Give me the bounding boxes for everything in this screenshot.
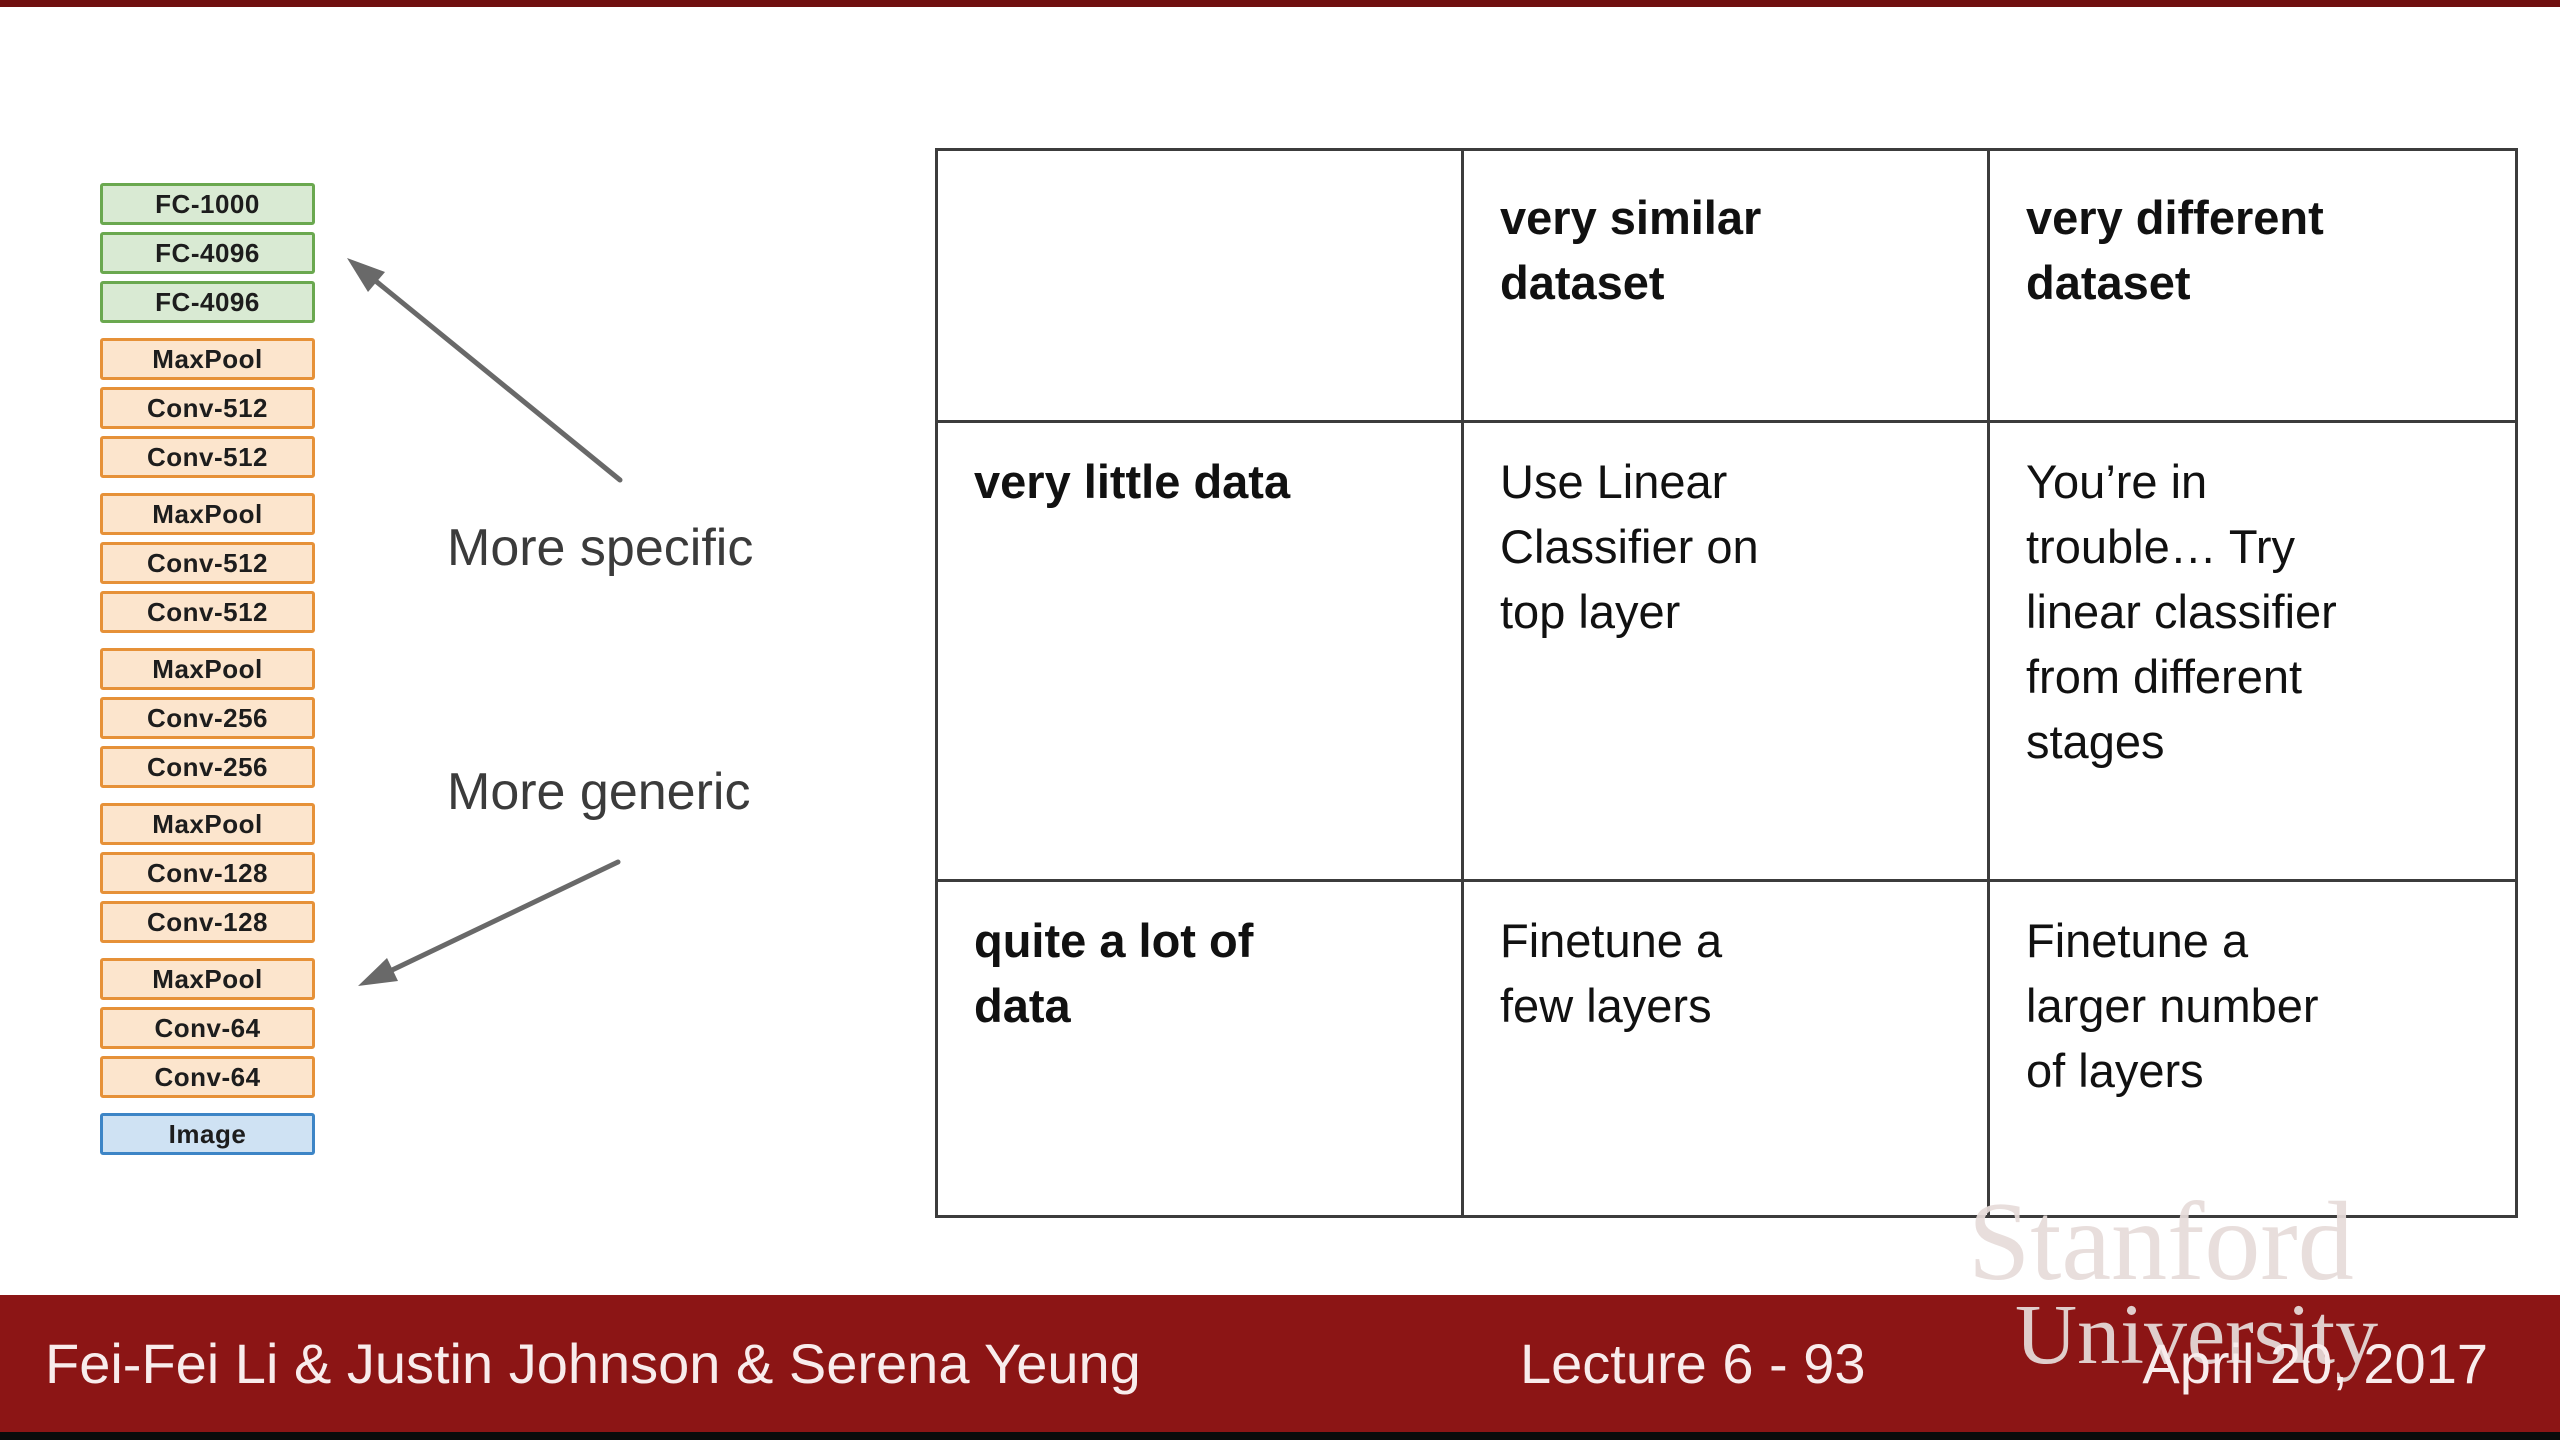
layer-conv64-a: Conv-64 bbox=[100, 1007, 315, 1049]
top-edge-strip bbox=[0, 0, 2560, 7]
layer-maxpool-1: MaxPool bbox=[100, 958, 315, 1000]
layer-group-input: Image bbox=[100, 1113, 315, 1155]
layer-conv512-d: Conv-512 bbox=[100, 591, 315, 633]
transfer-learning-table: very similar dataset very different data… bbox=[935, 148, 2518, 1218]
table-cell-finetune-larger: Finetune a larger number of layers bbox=[2026, 914, 2319, 1097]
layer-group-conv4: MaxPool Conv-512 Conv-512 bbox=[100, 493, 315, 633]
bottom-edge-strip bbox=[0, 1432, 2560, 1440]
more-generic-arrow bbox=[358, 859, 621, 986]
footer-date: April 20, 2017 bbox=[2142, 1332, 2488, 1395]
more-generic-label: More generic bbox=[447, 763, 751, 821]
footer-authors: Fei-Fei Li & Justin Johnson & Serena Yeu… bbox=[45, 1332, 1141, 1395]
layer-fc-1000: FC-1000 bbox=[100, 183, 315, 225]
layer-fc-4096-a: FC-4096 bbox=[100, 232, 315, 274]
layer-conv256-a: Conv-256 bbox=[100, 697, 315, 739]
more-specific-label: More specific bbox=[447, 519, 754, 577]
layer-conv256-b: Conv-256 bbox=[100, 746, 315, 788]
layer-conv128-a: Conv-128 bbox=[100, 852, 315, 894]
layer-conv512-b: Conv-512 bbox=[100, 436, 315, 478]
layer-group-conv2: MaxPool Conv-128 Conv-128 bbox=[100, 803, 315, 943]
more-specific-arrow bbox=[347, 258, 623, 483]
table-header-very-different-dataset: very different dataset bbox=[1990, 151, 2515, 423]
layer-conv512-a: Conv-512 bbox=[100, 387, 315, 429]
layer-maxpool-4: MaxPool bbox=[100, 493, 315, 535]
footer-bar bbox=[0, 1295, 2560, 1432]
stanford-watermark-line2: University bbox=[2015, 1286, 2379, 1382]
table-cell-corner bbox=[938, 151, 1464, 423]
footer-lecture-number: Lecture 6 - 93 bbox=[1520, 1332, 1866, 1395]
layer-image: Image bbox=[100, 1113, 315, 1155]
layer-conv128-b: Conv-128 bbox=[100, 901, 315, 943]
layer-conv512-c: Conv-512 bbox=[100, 542, 315, 584]
table-header-very-similar-dataset: very similar dataset bbox=[1464, 151, 1990, 423]
layer-maxpool-3: MaxPool bbox=[100, 648, 315, 690]
stanford-watermark-line1: Stanford bbox=[1968, 1180, 2354, 1304]
table-cell-youre-in-trouble: You’re in trouble… Try linear classifier… bbox=[1990, 423, 2515, 882]
layer-fc-4096-b: FC-4096 bbox=[100, 281, 315, 323]
layer-group-conv5: MaxPool Conv-512 Conv-512 bbox=[100, 338, 315, 478]
layer-group-conv1: MaxPool Conv-64 Conv-64 bbox=[100, 958, 315, 1098]
layer-maxpool-2: MaxPool bbox=[100, 803, 315, 845]
layer-group-fc: FC-1000 FC-4096 FC-4096 bbox=[100, 183, 315, 323]
table-cell-finetune-few: Finetune a few layers bbox=[1464, 882, 1990, 1215]
layer-maxpool-5: MaxPool bbox=[100, 338, 315, 380]
layer-group-conv3: MaxPool Conv-256 Conv-256 bbox=[100, 648, 315, 788]
table-cell-linear-classifier: Use Linear Classifier on top layer bbox=[1464, 423, 1990, 882]
table-rowheader-quite-a-lot-of-data: quite a lot of data bbox=[938, 882, 1464, 1215]
table-rowheader-very-little-data: very little data bbox=[938, 423, 1464, 882]
layer-conv64-b: Conv-64 bbox=[100, 1056, 315, 1098]
layer-stack: FC-1000 FC-4096 FC-4096 MaxPool Conv-512… bbox=[100, 183, 315, 1170]
